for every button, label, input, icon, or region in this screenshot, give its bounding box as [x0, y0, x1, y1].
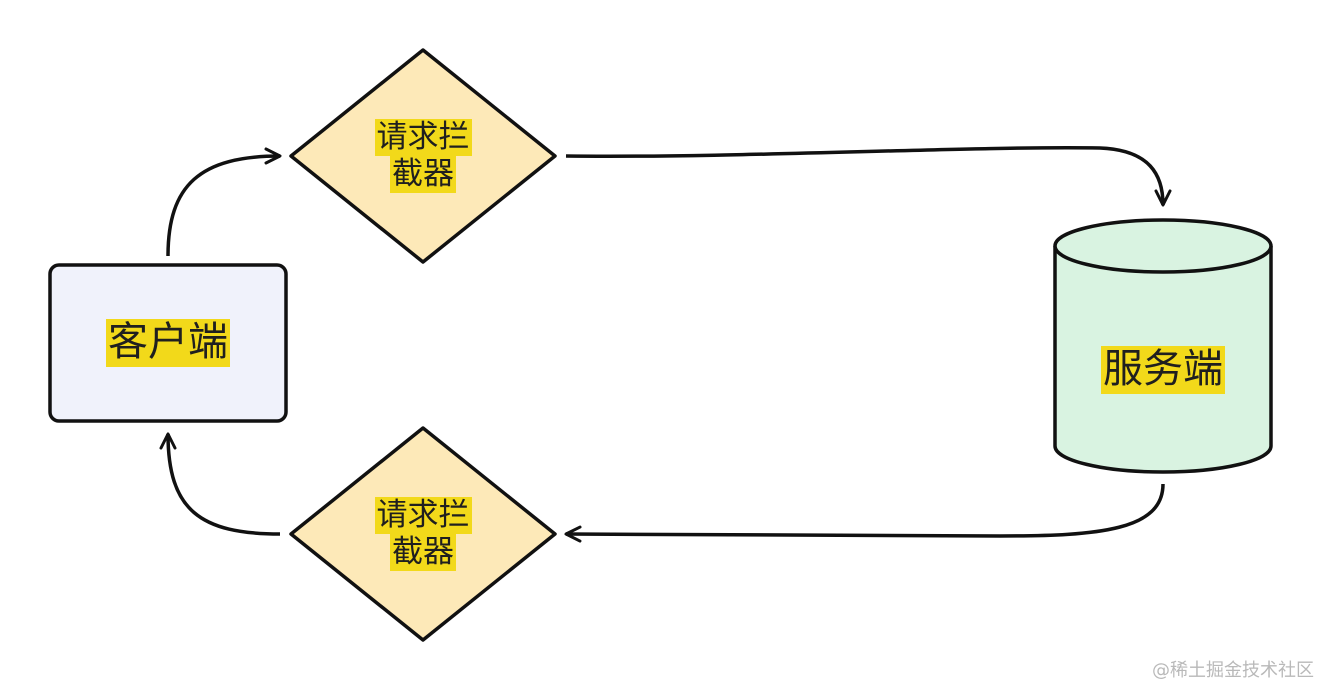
arrow-client-to-request-interceptor — [166, 147, 282, 257]
server-label: 服务端 — [1055, 290, 1271, 450]
response-interceptor-label: 请求拦 截器 — [330, 478, 516, 590]
request-interceptor-label-line2: 截器 — [390, 156, 456, 193]
server-label-text: 服务端 — [1101, 346, 1225, 394]
client-label-text: 客户端 — [106, 319, 230, 367]
arrow-request-interceptor-to-server — [565, 146, 1172, 207]
client-label: 客户端 — [50, 265, 286, 421]
server-cylinder-top — [1053, 218, 1273, 274]
response-interceptor-label-line1: 请求拦 — [374, 497, 472, 534]
request-interceptor-label: 请求拦 截器 — [330, 100, 516, 212]
arrow-response-interceptor-to-client — [159, 432, 281, 536]
arrow-server-to-response-interceptor — [564, 483, 1165, 543]
request-interceptor-label-line1: 请求拦 — [374, 119, 472, 156]
watermark-text: @稀土掘金技术社区 — [1152, 660, 1314, 681]
response-interceptor-label-line2: 截器 — [390, 534, 456, 571]
